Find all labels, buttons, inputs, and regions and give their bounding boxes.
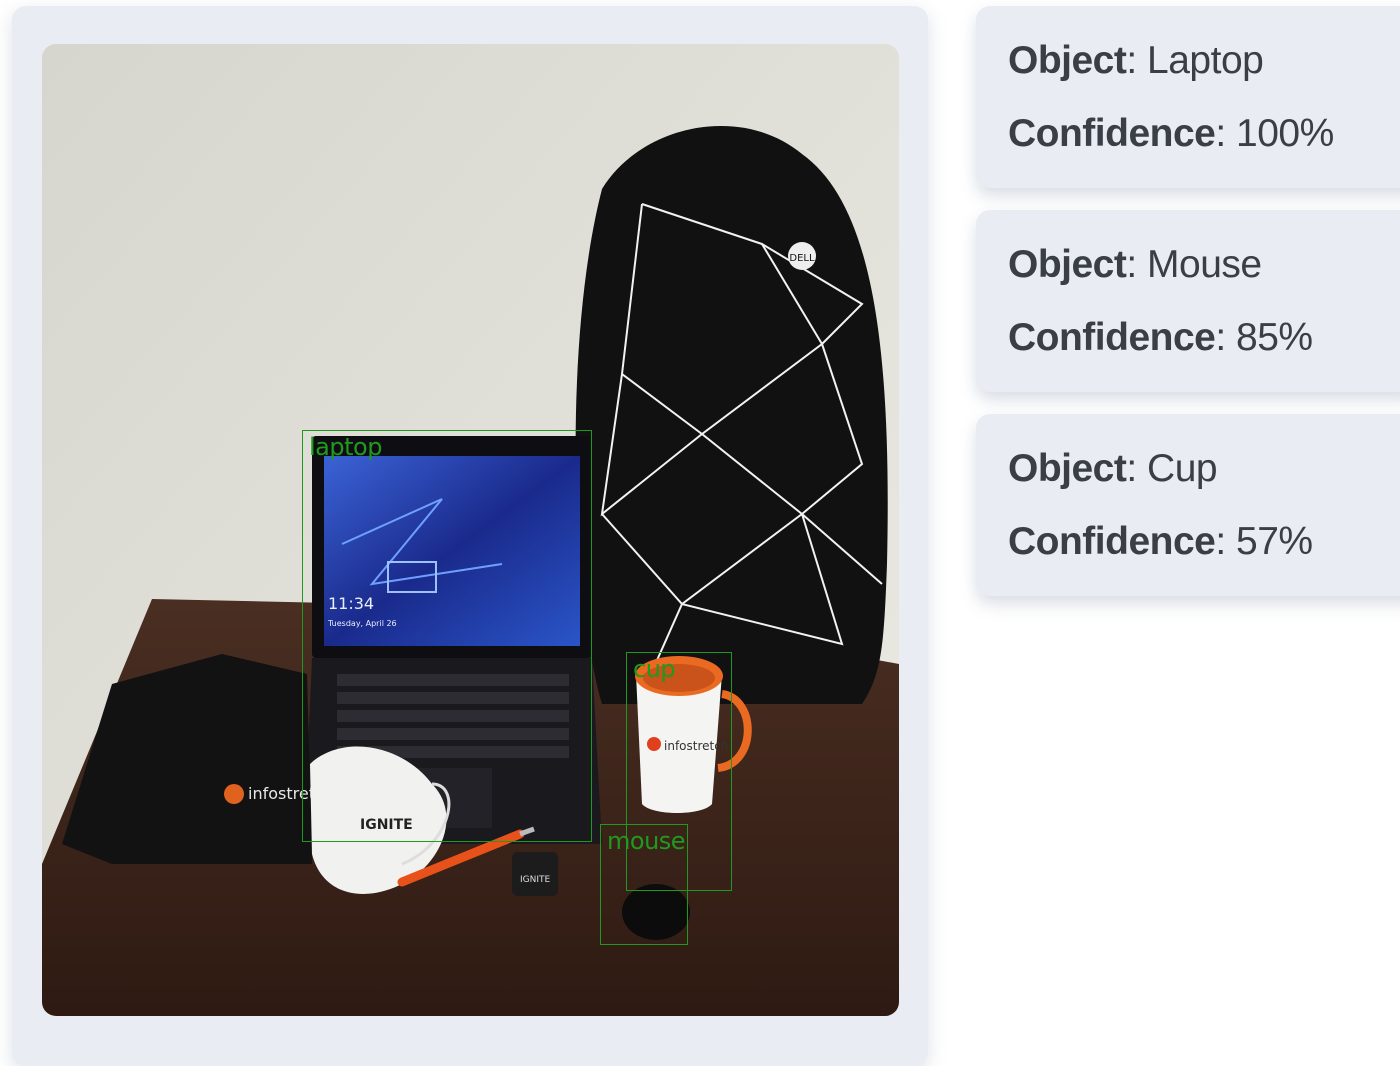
confidence-row: Confidence: 100% (1008, 112, 1334, 155)
confidence-row: Confidence: 85% (1008, 316, 1313, 359)
detection-photo: DELL 11:34 Tuesday, April 26 (42, 44, 899, 1016)
object-key: Object (1008, 39, 1127, 82)
bag-logo-text: DELL (789, 253, 815, 264)
cup-box-label: cup (633, 655, 676, 683)
confidence-value: 100% (1236, 112, 1334, 155)
result-card-mouse: Object: Mouse Confidence: 85% (976, 210, 1400, 392)
object-key: Object (1008, 447, 1127, 490)
object-key: Object (1008, 243, 1127, 286)
mug-logo-text: infostretch (664, 739, 728, 753)
object-value: Cup (1147, 447, 1218, 490)
confidence-value: 57% (1236, 520, 1313, 563)
mask-shape: IGNITE (310, 746, 451, 894)
laptop-clock-time: 11:34 (328, 594, 374, 613)
object-value: Mouse (1147, 243, 1262, 286)
image-panel: DELL 11:34 Tuesday, April 26 (12, 6, 928, 1066)
confidence-key: Confidence (1008, 520, 1216, 563)
laptop-detection-box: laptop (302, 430, 592, 842)
backpack-shape: DELL (575, 125, 888, 704)
laptop-shape: 11:34 Tuesday, April 26 (304, 436, 602, 844)
result-card-cup: Object: Cup Confidence: 57% (976, 414, 1400, 596)
mask-logo-text: IGNITE (360, 817, 413, 833)
mug-shape: infostretch (635, 656, 752, 813)
detection-results-list: Object: Laptop Confidence: 100% Object: … (976, 6, 1400, 618)
pen-shape (397, 826, 535, 887)
object-row: Object: Laptop (1008, 39, 1264, 82)
mouse-detection-box: mouse (600, 824, 688, 945)
cup-detection-box: cup (626, 652, 732, 891)
confidence-value: 85% (1236, 316, 1313, 359)
object-row: Object: Cup (1008, 447, 1218, 490)
confidence-key: Confidence (1008, 112, 1216, 155)
object-value: Laptop (1147, 39, 1264, 82)
keychain-logo-text: IGNITE (520, 875, 551, 885)
confidence-row: Confidence: 57% (1008, 520, 1313, 563)
scene-illustration: DELL 11:34 Tuesday, April 26 (42, 44, 899, 1016)
keychain-shape: IGNITE (512, 852, 558, 896)
mouse-box-label: mouse (607, 827, 686, 855)
laptop-clock-date: Tuesday, April 26 (327, 619, 397, 628)
laptop-box-label: laptop (309, 433, 382, 461)
mouse-shape (622, 884, 690, 940)
confidence-key: Confidence (1008, 316, 1216, 359)
object-row: Object: Mouse (1008, 243, 1262, 286)
result-card-laptop: Object: Laptop Confidence: 100% (976, 6, 1400, 188)
